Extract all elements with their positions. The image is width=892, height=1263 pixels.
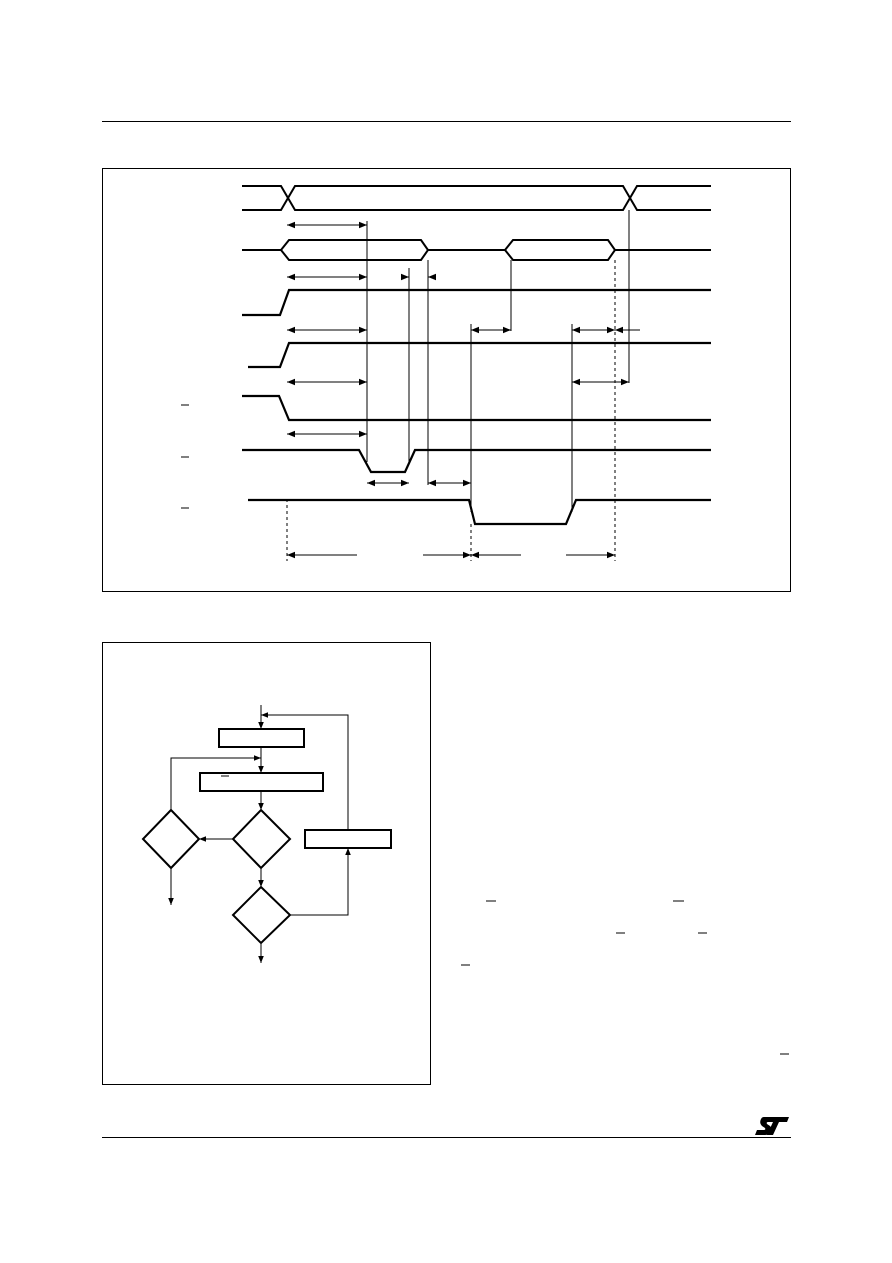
flow-process-box-3 <box>304 829 392 849</box>
flow-decision-1 <box>141 808 201 870</box>
flow-process-box-2 <box>199 772 324 792</box>
flow-decision-3 <box>231 885 292 945</box>
flowchart <box>141 705 392 963</box>
st-logo-icon <box>755 1117 789 1135</box>
text-column-marks <box>461 900 789 1055</box>
footer-rule <box>102 1137 791 1138</box>
timing-arrows <box>287 221 640 559</box>
signal-4-trace <box>248 341 711 369</box>
flow-decision-2 <box>231 808 292 870</box>
flow-process-box-1 <box>218 728 305 748</box>
timing-diagram <box>181 185 711 561</box>
text-column <box>450 642 791 1085</box>
flow-connectors <box>168 705 351 963</box>
signal-1-trace <box>242 185 711 211</box>
signal-5-trace <box>242 394 711 422</box>
signal-label-overbars <box>181 404 189 509</box>
timing-reference-lines <box>366 210 630 512</box>
timing-diagram-frame <box>102 168 791 592</box>
signal-6-trace <box>242 448 711 474</box>
signal-2-trace <box>242 239 711 261</box>
header-rule <box>102 121 791 122</box>
signal-3-trace <box>242 288 711 317</box>
timing-dashed-lines <box>286 260 616 561</box>
flowchart-frame <box>102 642 431 1085</box>
signal-7-trace <box>248 498 711 526</box>
